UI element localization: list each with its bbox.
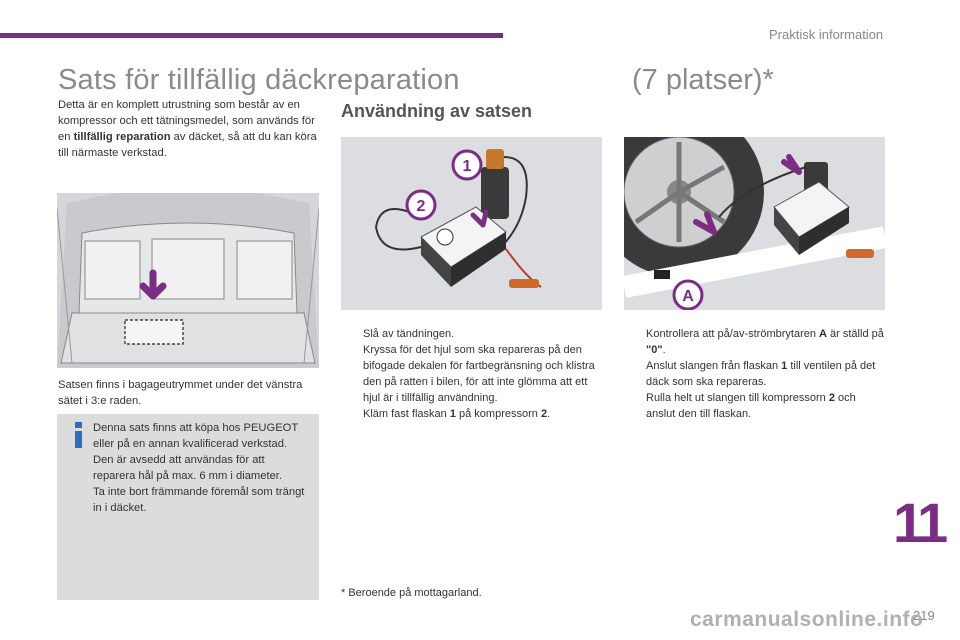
steps-list-right: Kontrollera att på/av-strömbrytaren A är…	[624, 326, 886, 422]
step-text: är ställd på	[826, 328, 884, 340]
section-label: Praktisk information	[769, 27, 884, 42]
info-icon	[69, 421, 89, 449]
intro-paragraph: Detta är en komplett utrustning som best…	[58, 97, 323, 161]
usage-heading: Användning av satsen	[341, 101, 533, 121]
step-item: Rulla helt ut slangen till kompressorn 2…	[624, 390, 886, 422]
info-text: Denna sats finns att köpa hos PEUGEOT el…	[93, 420, 308, 516]
step-text: .	[662, 344, 666, 356]
page-title: Sats för tillfällig däckreparation	[58, 64, 460, 96]
step-item: Kläm fast flaskan 1 på kompressorn 2.	[341, 406, 601, 422]
watermark: carmanualsonline.info	[690, 608, 924, 631]
compressor-kit-illustration: 1 2	[341, 137, 602, 310]
step-bold: 1	[449, 408, 456, 420]
intro-text-1: Detta är en komplett utrustning som best…	[58, 99, 315, 143]
label-A: A	[682, 288, 694, 305]
step-text: till ventilen på det däck som ska repare…	[646, 360, 876, 388]
intro-bold: tillfällig reparation	[73, 131, 171, 143]
step-item: Kontrollera att på/av-strömbrytaren A är…	[624, 326, 886, 358]
step-text: och anslut den till flaskan.	[646, 392, 856, 420]
intro-text-2: av däcket, så att du kan köra till närma…	[58, 131, 317, 159]
tire-connection-illustration: A	[624, 137, 885, 310]
label-1: 1	[463, 158, 472, 175]
steps-list-middle: Slå av tändningen. Kryssa för det hjul s…	[341, 326, 601, 422]
step-text: .	[547, 408, 551, 420]
trunk-illustration	[57, 193, 319, 368]
kit-location-text: Satsen finns i bagageutrymmet under det …	[58, 379, 303, 407]
step-text: Anslut slangen från flaskan	[646, 360, 782, 372]
step-bold: 1	[781, 360, 788, 372]
info-line-3: Ta inte bort främmande föremål som träng…	[93, 486, 305, 514]
step-text: Kläm fast flaskan	[363, 408, 450, 420]
footnote: * Beroende på mottagarland.	[341, 587, 482, 599]
step-bold: A	[819, 328, 827, 340]
step-text: Kryssa för det hjul som ska repareras på…	[363, 344, 595, 404]
step-item: Slå av tändningen.	[341, 326, 601, 342]
step-text: Kontrollera att på/av-strömbrytaren	[646, 328, 820, 340]
chapter-number: 11	[893, 491, 948, 554]
label-2: 2	[417, 198, 426, 215]
page-number: 219	[913, 608, 935, 623]
step-bold: 2	[540, 408, 548, 420]
step-text: Slå av tändningen.	[363, 328, 455, 340]
info-line-1: Denna sats finns att köpa hos PEUGEOT el…	[93, 422, 299, 450]
info-box	[57, 414, 319, 600]
step-text: Rulla helt ut slangen till kompressorn	[646, 392, 829, 404]
header-accent-bar	[0, 33, 503, 38]
step-text: på kompressorn	[455, 408, 541, 420]
step-bold: "0"	[646, 344, 663, 356]
step-item: Anslut slangen från flaskan 1 till venti…	[624, 358, 886, 390]
page-title-suffix: (7 platser)*	[632, 64, 774, 96]
info-line-2: Den är avsedd att användas för att repar…	[93, 454, 283, 482]
step-bold: 2	[828, 392, 835, 404]
step-item: Kryssa för det hjul som ska repareras på…	[341, 342, 601, 406]
